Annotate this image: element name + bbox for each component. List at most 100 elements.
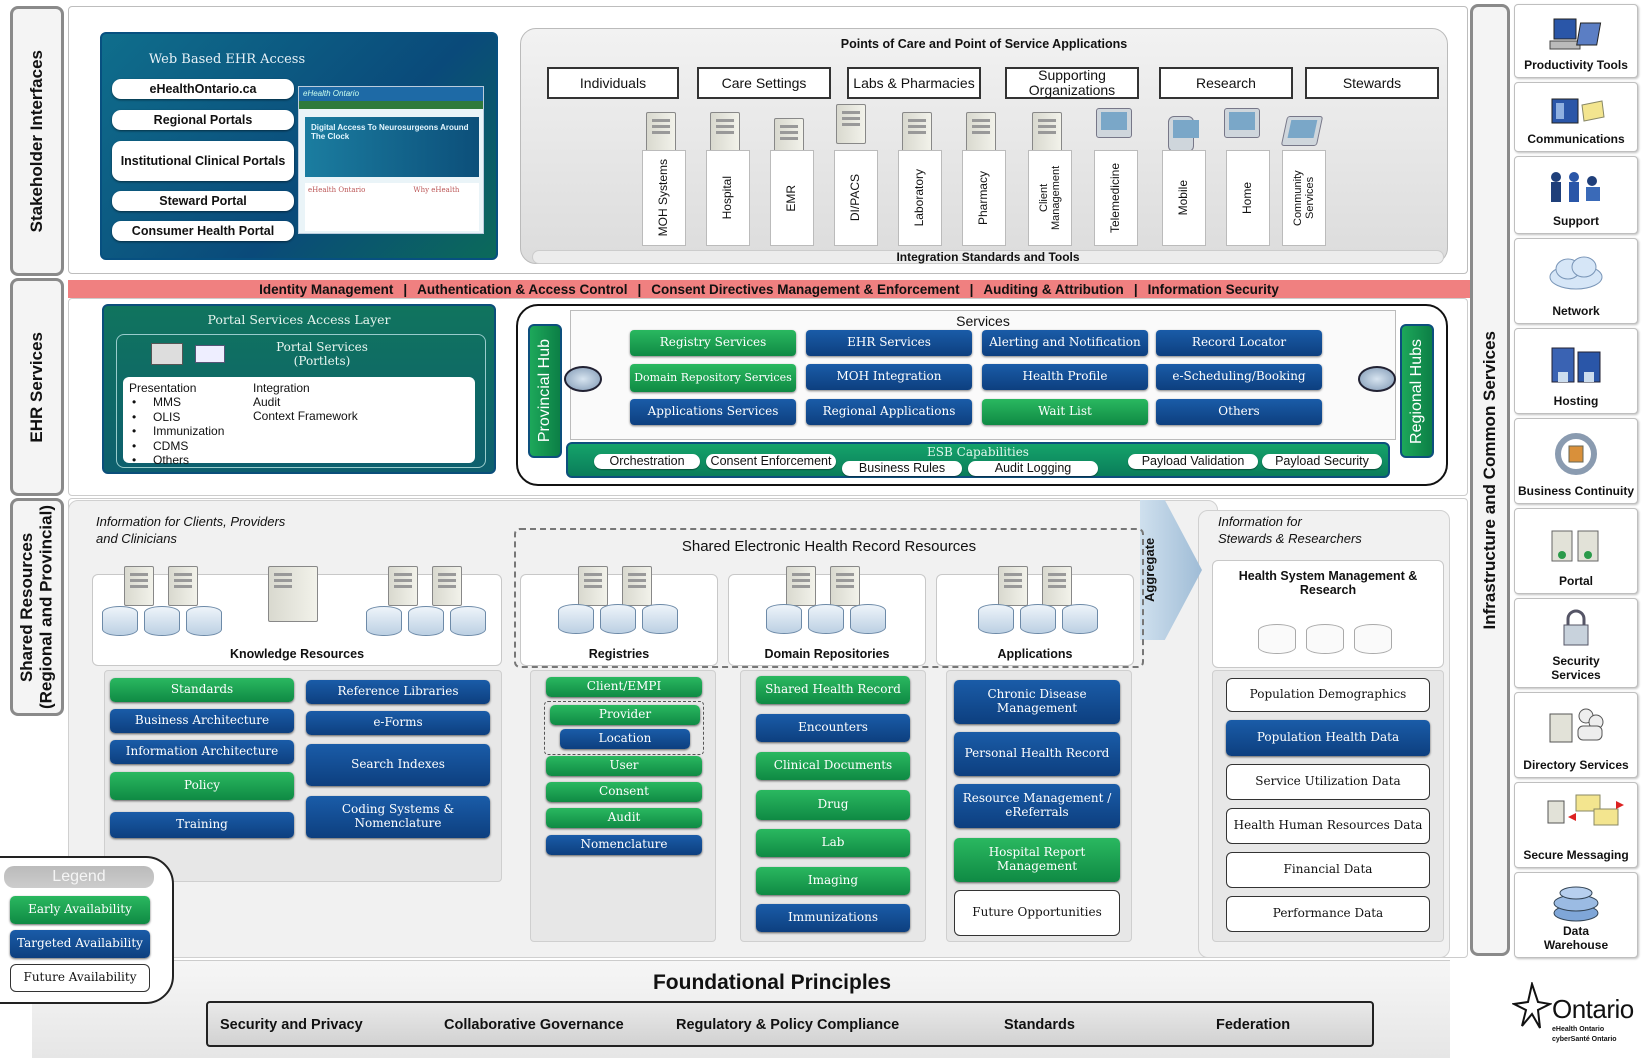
directory-icon xyxy=(1549,708,1604,743)
service-item: Registry Services xyxy=(630,330,796,356)
server-icon xyxy=(646,112,676,152)
security-item: Identity Management xyxy=(259,281,394,297)
steward-item: Performance Data xyxy=(1226,896,1430,932)
portal-link[interactable]: Institutional Clinical Portals xyxy=(112,141,294,181)
service-item: MOH Integration xyxy=(806,364,972,390)
domain-item: Clinical Documents xyxy=(756,752,910,780)
foundational-principles: Foundational Principles Security and Pri… xyxy=(32,960,1450,1058)
infra-hosting: Hosting xyxy=(1514,328,1638,414)
server-icon xyxy=(836,104,866,144)
resource-item: Business Architecture xyxy=(110,709,294,733)
server-icon xyxy=(124,566,154,606)
database-icon xyxy=(408,606,444,636)
poc-app: Client Management xyxy=(1028,150,1072,246)
server-icon xyxy=(622,566,652,606)
infra-secure-messaging: Secure Messaging xyxy=(1514,782,1638,868)
infra-network: Network xyxy=(1514,238,1638,324)
principle-item: Regulatory & Policy Compliance xyxy=(676,1017,900,1033)
resource-item: Information Architecture xyxy=(110,740,294,764)
band-label: Infrastructure and Common Services xyxy=(1480,330,1500,630)
cycle-icon xyxy=(1555,433,1597,475)
server-icon xyxy=(168,566,198,606)
separator: | xyxy=(403,281,408,297)
poc-app-label: Telemedicine xyxy=(1108,162,1123,234)
server-icon xyxy=(1032,112,1062,152)
registry-item: Location xyxy=(560,729,690,749)
poc-app: MOH Systems xyxy=(642,150,686,246)
domain-item: Shared Health Record xyxy=(756,676,910,704)
infra-caption: Communications xyxy=(1527,132,1625,147)
web-ehr-title: Web Based EHR Access xyxy=(148,52,306,67)
hub-label: Provincial Hub xyxy=(536,339,553,443)
site-brand: eHealth Ontario xyxy=(299,87,483,101)
hub-connector-icon xyxy=(1358,366,1396,392)
poc-app-label: Community Services xyxy=(1291,170,1316,226)
site-columns: eHealth Ontario Why eHealth xyxy=(305,183,479,231)
poc-app-label: EMR xyxy=(784,184,799,212)
window-icon xyxy=(151,343,183,365)
portal-title: Portal Services Access Layer xyxy=(207,312,391,327)
services-title: Services xyxy=(956,313,1010,329)
server-icon xyxy=(388,566,418,606)
registry-item: User xyxy=(546,756,702,776)
infra-directory-services: Directory Services xyxy=(1514,692,1638,778)
list-item: Context Framework xyxy=(253,409,358,423)
poc-category: Care Settings xyxy=(697,67,831,99)
poc-app: Laboratory xyxy=(898,150,942,246)
ontario-logo: Ontario eHealth Ontario cyberSanté Ontar… xyxy=(1512,982,1638,1054)
portal-link[interactable]: eHealthOntario.ca xyxy=(112,79,294,99)
poc-category: Research xyxy=(1159,67,1293,99)
card-caption: Registries xyxy=(588,647,650,661)
infra-caption: Security Services xyxy=(1551,654,1601,683)
resource-item: Search Indexes xyxy=(306,744,490,786)
service-item: Health Profile xyxy=(982,364,1148,390)
database-icon xyxy=(1306,624,1344,654)
application-item: Chronic Disease Management xyxy=(954,680,1120,724)
poc-app-label: MOH Systems xyxy=(656,159,671,237)
poc-app: Pharmacy xyxy=(962,150,1006,246)
infra-caption: Secure Messaging xyxy=(1523,848,1629,863)
legend: Legend Early Availability Targeted Avail… xyxy=(0,856,174,1004)
domain-item: Encounters xyxy=(756,714,910,742)
card-caption: Knowledge Resources xyxy=(229,647,365,661)
database-icon xyxy=(1354,624,1392,654)
id-card-icon xyxy=(195,345,225,363)
portal-link[interactable]: Regional Portals xyxy=(112,110,294,130)
infra-security-services: Security Services xyxy=(1514,598,1638,688)
mobile-icon xyxy=(1168,116,1199,152)
resource-item: Training xyxy=(110,812,294,838)
presentation-list: MMS OLIS Immunization CDMS Others xyxy=(129,395,249,468)
esb-item: Consent Enforcement xyxy=(706,454,836,469)
envelope-icon xyxy=(1547,794,1624,826)
resource-item: e-Forms xyxy=(306,711,490,735)
poc-app-label: Hospital xyxy=(720,176,735,220)
esb-capabilities: ESB Capabilities Orchestration Consent E… xyxy=(566,442,1390,478)
poc-app: Telemedicine xyxy=(1094,150,1138,246)
provider-location-group xyxy=(544,701,704,755)
steward-item: Population Demographics xyxy=(1226,678,1430,712)
poc-app: Home xyxy=(1226,150,1270,246)
aggregate-label: Aggregate xyxy=(1142,537,1157,603)
database-icon xyxy=(144,606,180,636)
legend-title: Legend xyxy=(4,866,154,888)
info-clients-title: Information for Clients, Providers and C… xyxy=(96,514,286,546)
shared-ehr-resources-box: Shared Electronic Health Record Resource… xyxy=(514,528,1144,668)
portal-subtitle: Portal Services (Portlets) xyxy=(276,340,368,368)
security-item: Auditing & Attribution xyxy=(983,281,1124,297)
database-icon xyxy=(450,606,486,636)
esb-item: Payload Security xyxy=(1262,454,1382,469)
band-label: Shared Resources (Regional and Provincia… xyxy=(17,504,56,710)
website-thumbnail: eHealth Ontario Digital Access To Neuros… xyxy=(298,86,484,234)
portal-link[interactable]: Steward Portal xyxy=(112,191,294,211)
band-shared-resources: Shared Resources (Regional and Provincia… xyxy=(10,498,64,716)
server-icon xyxy=(1551,530,1599,562)
service-item: Domain Repository Services xyxy=(630,364,796,392)
database-icon xyxy=(808,604,844,634)
separator: | xyxy=(1133,281,1138,297)
card-caption: Health System Management & Research xyxy=(1238,569,1418,598)
database-icon xyxy=(186,606,222,636)
poc-app-label: Client Management xyxy=(1037,165,1062,231)
portal-link[interactable]: Consumer Health Portal xyxy=(112,221,294,241)
trillium-icon xyxy=(1512,982,1552,1029)
site-col: Why eHealth xyxy=(413,186,460,194)
